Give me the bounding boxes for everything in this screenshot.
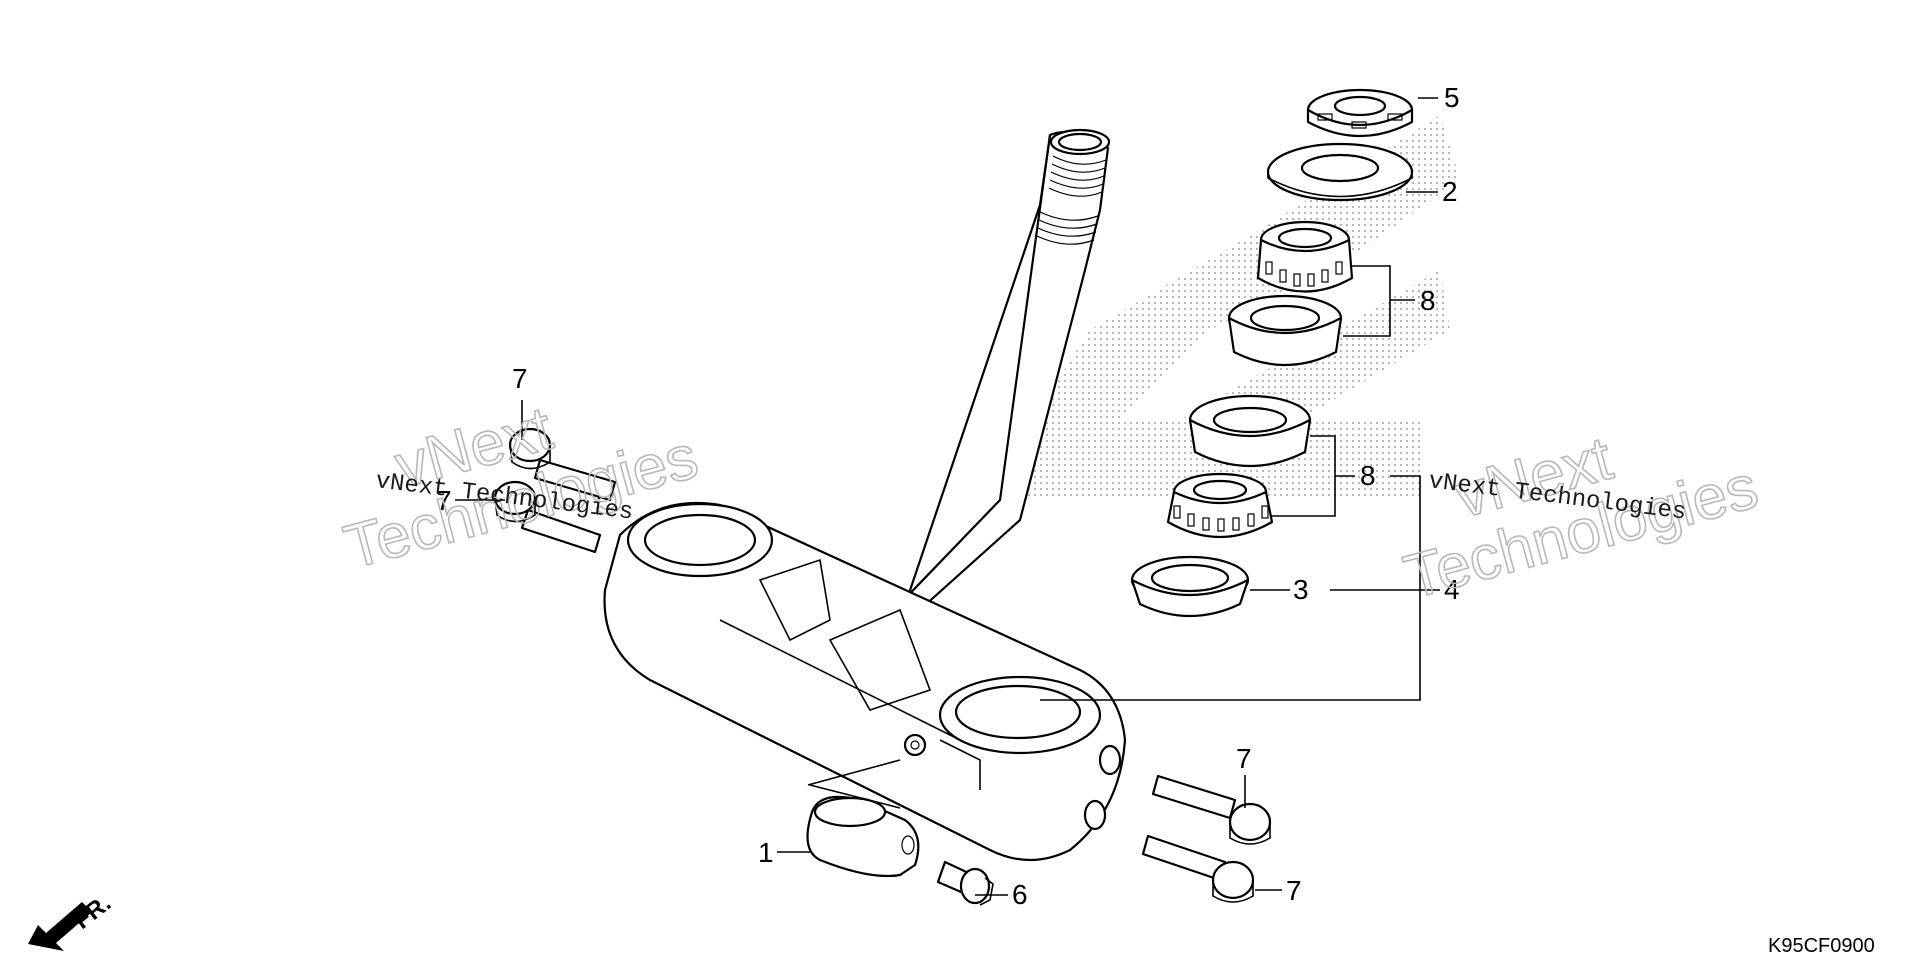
lower-bearing-race — [1188, 394, 1312, 467]
upper-bearing-race — [1227, 294, 1343, 366]
callout-3: 3 — [1293, 574, 1309, 605]
pinch-bolt-upper-right — [1151, 774, 1272, 845]
pinch-bolt-lower-right — [1141, 834, 1255, 903]
cable-clamp — [806, 759, 920, 878]
pinch-bolt-upper-left — [508, 427, 617, 502]
bottom-bridge — [603, 501, 1127, 862]
callout-5: 5 — [1444, 82, 1460, 113]
front-direction-label: FR. — [69, 890, 116, 935]
callout-2: 2 — [1442, 176, 1458, 207]
lower-bearing — [1166, 472, 1274, 538]
diagram-code: K95CF0900 — [1768, 935, 1875, 957]
callout-7-upper-right: 7 — [1236, 743, 1252, 774]
callout-4: 4 — [1444, 574, 1460, 605]
callout-1: 1 — [758, 837, 774, 868]
callout-7-lower-right: 7 — [1286, 875, 1302, 906]
clamp-bolt — [936, 860, 994, 906]
leader-lines — [455, 97, 1440, 896]
callout-8-upper: 8 — [1420, 285, 1436, 316]
dust-seal-washer — [1266, 142, 1414, 202]
callout-6: 6 — [1012, 879, 1028, 910]
stem-nut — [1306, 88, 1414, 137]
upper-bearing — [1256, 220, 1354, 293]
callout-8-lower: 8 — [1360, 460, 1376, 491]
callout-7-lower-left: 7 — [436, 485, 452, 516]
front-direction-arrow: FR. — [28, 890, 116, 951]
pinch-bolt-lower-left — [493, 480, 602, 554]
lower-dust-seal — [1130, 555, 1250, 618]
background-wing-mark — [1000, 115, 1460, 500]
callout-7-upper-left: 7 — [512, 363, 528, 394]
